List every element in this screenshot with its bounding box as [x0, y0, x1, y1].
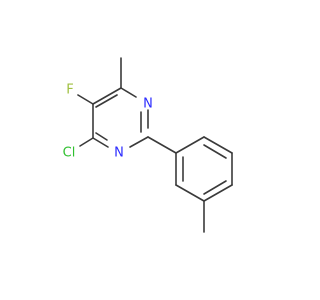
- bond-c6-c5-inner: [95, 94, 118, 108]
- bond-c5-f: [77, 94, 94, 105]
- bond-n3-c4-inner: [95, 132, 108, 141]
- atom-label-cl: Cl: [63, 146, 76, 161]
- atom-labels: N N F Cl: [63, 83, 153, 161]
- bond-c6-n1: [120, 87, 137, 98]
- bond-ph1-ph2: [175, 136, 205, 154]
- bond-ph2-ph3-inner: [203, 144, 227, 159]
- bond-ph4-ph5: [203, 184, 233, 202]
- bond-ph4-ph5-inner: [203, 180, 227, 195]
- bond-ph5-ph6: [175, 184, 205, 202]
- atom-label-n1: N: [143, 97, 153, 112]
- bonds: [77, 57, 233, 233]
- atom-label-n3: N: [114, 146, 124, 161]
- atom-label-f: F: [66, 83, 73, 98]
- bond-ph2-ph3: [203, 136, 233, 154]
- bond-c2-phenyl: [147, 136, 177, 154]
- bond-c6-c5: [92, 87, 122, 105]
- bond-n3-c4: [92, 137, 109, 148]
- bond-c2-n3: [129, 136, 149, 148]
- bond-c4-cl: [79, 137, 94, 147]
- molecule-structure: N N F Cl: [63, 57, 233, 233]
- molecule-canvas: N N F Cl: [63, 57, 233, 233]
